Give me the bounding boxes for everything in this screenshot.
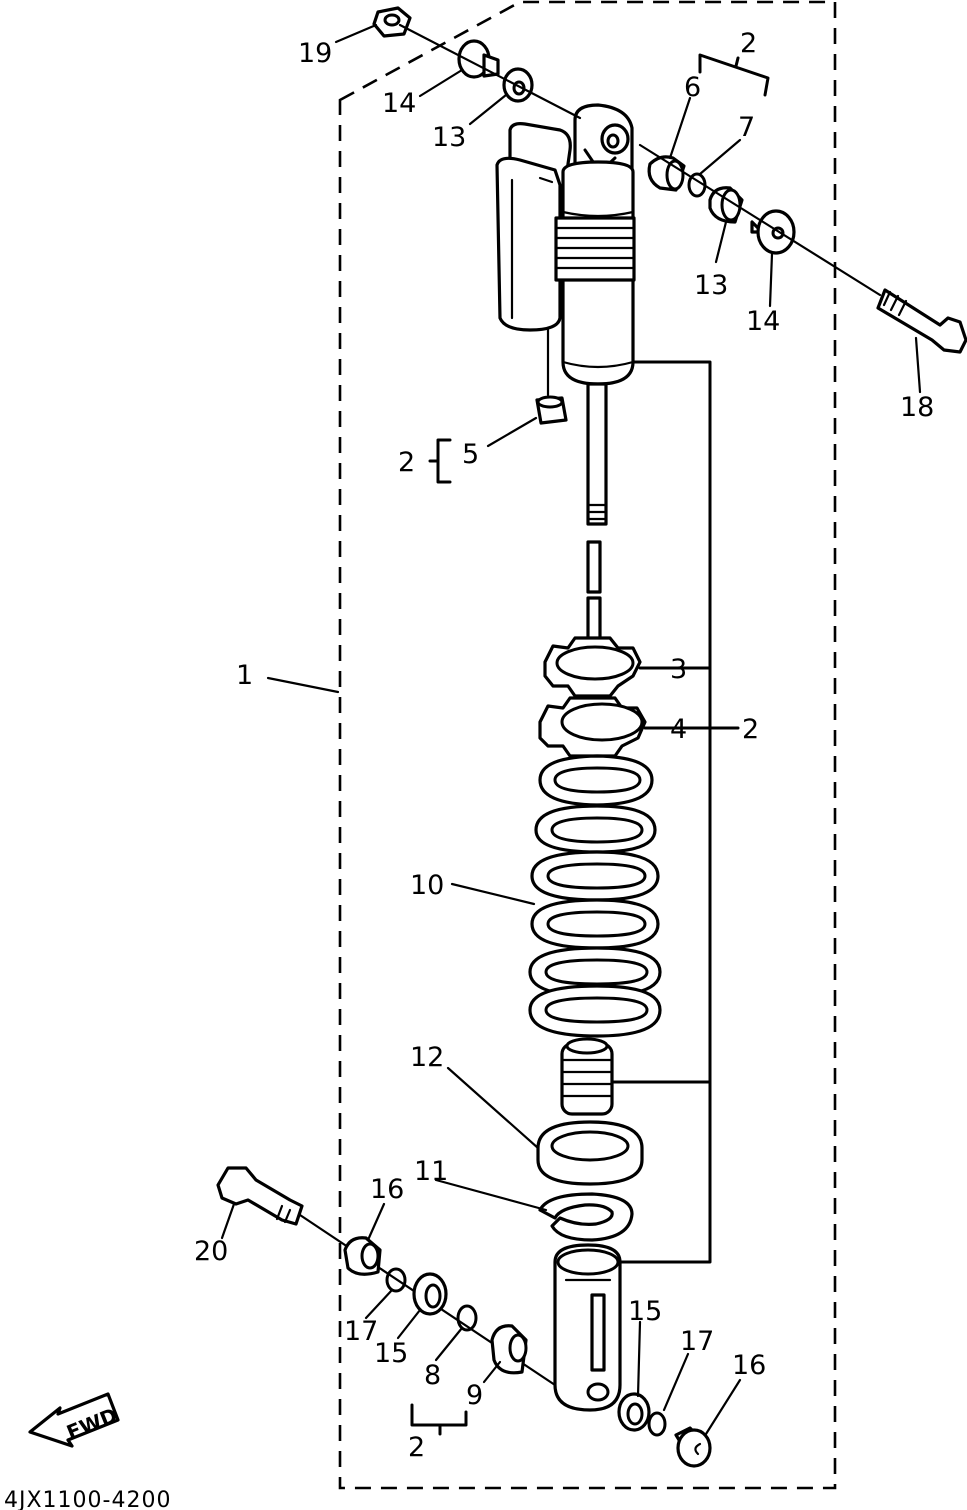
callout-19: 19: [298, 38, 332, 69]
callout-12: 12: [410, 1042, 444, 1073]
assembly-boundary: [338, 0, 837, 1490]
top-left-axis: [398, 23, 582, 120]
callout-2: 2: [398, 447, 415, 478]
callout-16: 16: [370, 1174, 404, 1205]
callout-15: 15: [628, 1296, 662, 1327]
washer-8: [456, 1304, 478, 1332]
callout-14: 14: [746, 306, 780, 337]
callout-3: 3: [670, 654, 687, 685]
callout-1: 1: [236, 660, 253, 691]
circlip-17-left: [385, 1267, 407, 1293]
bracket-bottom: [410, 1403, 468, 1436]
collar-16-right: [674, 1426, 712, 1468]
fwd-arrow-icon: FWD: [28, 1392, 121, 1448]
callout-2: 2: [408, 1432, 425, 1463]
shock-body: [554, 103, 636, 526]
bump-stop: [560, 1037, 614, 1116]
spring-ring-nut-3: [543, 636, 642, 698]
collar-6: [647, 155, 686, 192]
callout-2: 2: [742, 714, 759, 745]
callout-8: 8: [424, 1360, 441, 1391]
callout-9: 9: [466, 1380, 483, 1411]
leader-lines: [220, 23, 922, 1436]
lower-clevis: [553, 1243, 622, 1412]
callout-5: 5: [462, 439, 479, 470]
callout-13: 13: [432, 122, 466, 153]
spring-guide-12: [536, 1120, 644, 1186]
bolt-18: [876, 288, 967, 354]
callout-16: 16: [732, 1350, 766, 1381]
spring-ring-nut-4: [538, 696, 647, 758]
callout-15: 15: [374, 1338, 408, 1369]
bracket-top-right: [698, 53, 770, 97]
callout-7: 7: [738, 112, 755, 143]
callout-17: 17: [344, 1316, 378, 1347]
callout-2: 2: [740, 28, 757, 59]
callout-13: 13: [694, 270, 728, 301]
shock-reservoir: [495, 122, 572, 397]
bracket-5: [428, 438, 452, 484]
part-code: 4JX1100-4200: [4, 1488, 171, 1510]
bushing-14-right: [750, 209, 796, 255]
callout-18: 18: [900, 392, 934, 423]
callout-17: 17: [680, 1326, 714, 1357]
circlip-17-right: [647, 1411, 667, 1437]
callout-10: 10: [410, 870, 444, 901]
nut-19: [372, 6, 412, 38]
callout-14: 14: [382, 88, 416, 119]
callout-4: 4: [670, 714, 687, 745]
bearing-15-right: [617, 1392, 651, 1432]
bolt-18-axis: [638, 143, 882, 297]
collar-16-left: [343, 1236, 382, 1276]
callout-6: 6: [684, 72, 701, 103]
bearing-13-right: [708, 186, 744, 224]
bearing-15-left: [412, 1272, 448, 1316]
spring-stopper-11: [538, 1192, 634, 1242]
assembly-bracket-2: [610, 360, 740, 1264]
callout-20: 20: [194, 1236, 228, 1267]
coil-spring-10: [528, 754, 662, 1038]
callout-11: 11: [414, 1156, 448, 1187]
reservoir-nut: [535, 395, 568, 425]
